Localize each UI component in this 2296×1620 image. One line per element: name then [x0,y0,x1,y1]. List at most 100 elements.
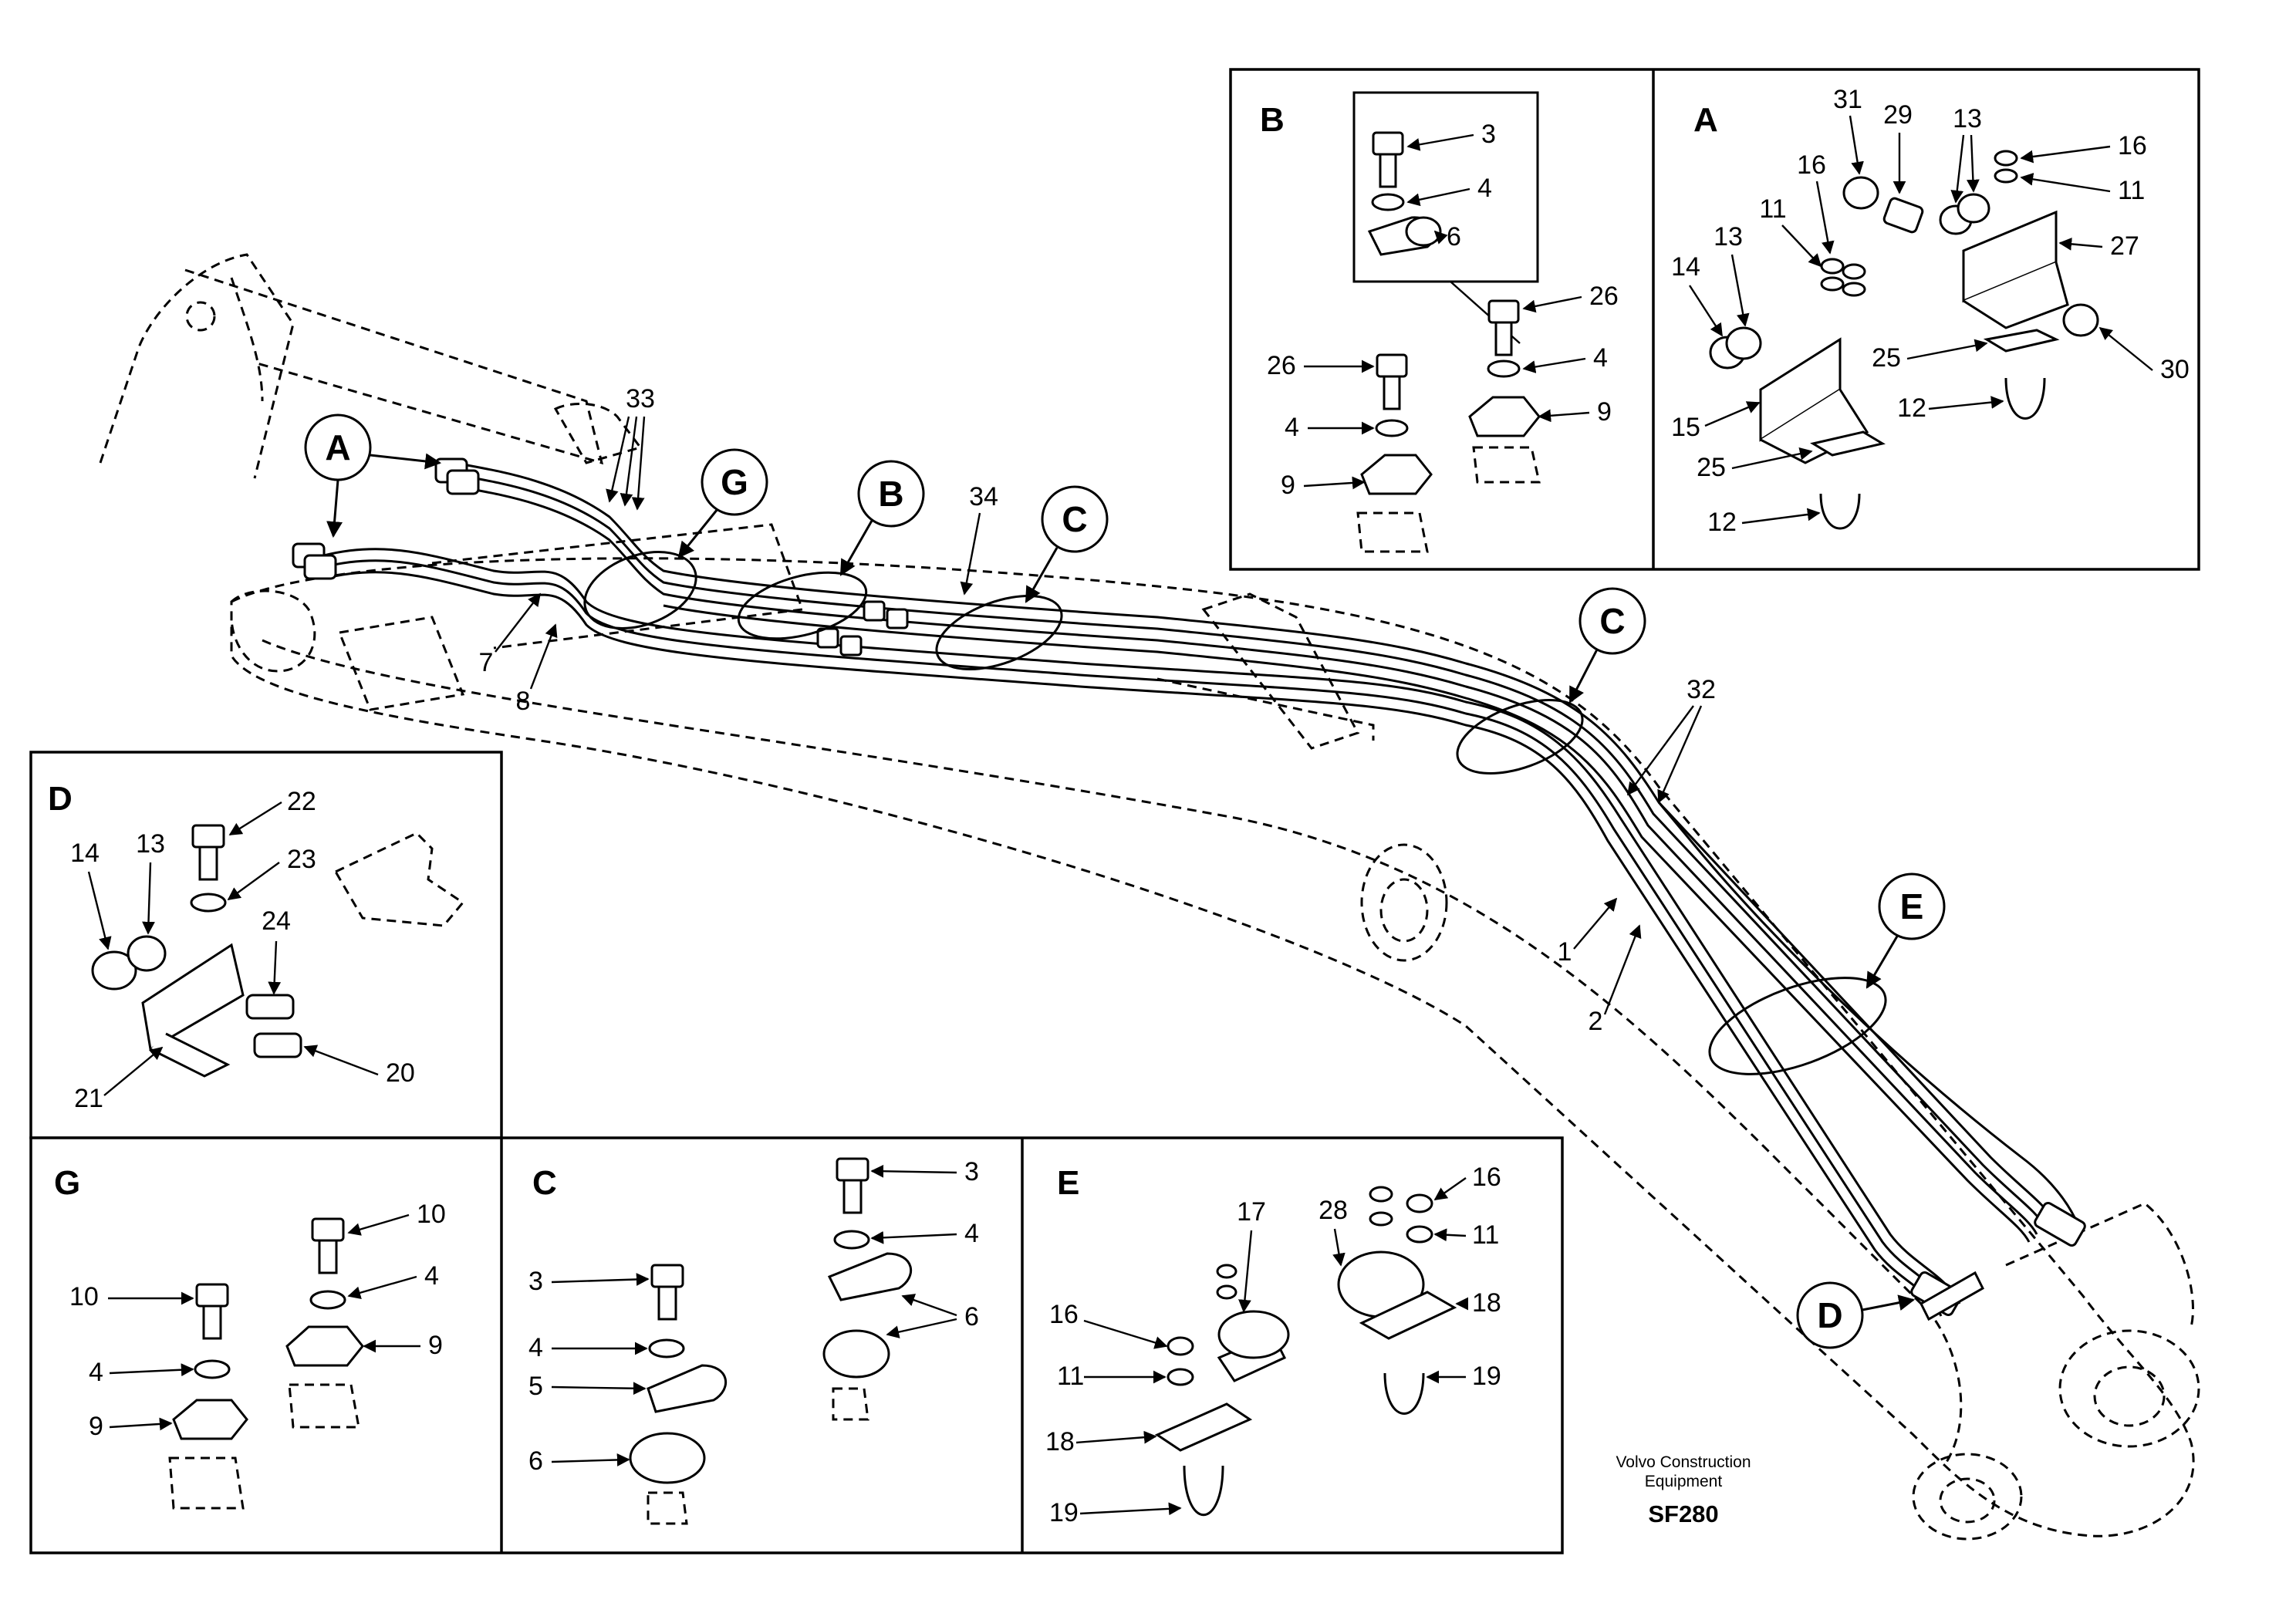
maker-line-2: Equipment [1645,1473,1723,1490]
svg-text:C: C [1599,601,1625,641]
svg-text:10: 10 [417,1200,446,1229]
region-e [1708,977,1887,1075]
svg-text:6: 6 [528,1446,543,1476]
region-g [583,551,697,629]
svg-text:16: 16 [1472,1163,1501,1192]
svg-text:6: 6 [964,1302,979,1331]
svg-text:16: 16 [2118,131,2147,160]
svg-text:8: 8 [516,687,531,716]
svg-text:D: D [1817,1295,1842,1335]
svg-text:26: 26 [1267,351,1296,380]
footer: Volvo Construction Equipment SF280 [1616,1453,1751,1527]
callout-g[interactable]: G [677,448,768,559]
hose-bundle [323,461,2077,1317]
callout-a[interactable]: A [304,413,442,538]
callout-c2[interactable]: C [1568,587,1646,704]
svg-text:19: 19 [1472,1362,1501,1391]
maker-line-1: Volvo Construction [1616,1453,1751,1471]
svg-text:14: 14 [70,839,100,868]
svg-text:28: 28 [1319,1196,1348,1225]
svg-text:9: 9 [428,1331,443,1360]
svg-text:34: 34 [969,482,998,511]
svg-text:13: 13 [136,829,165,859]
svg-text:4: 4 [424,1261,439,1291]
region-c2 [1456,698,1584,775]
svg-text:A: A [325,427,350,467]
svg-text:3: 3 [964,1157,979,1186]
svg-text:19: 19 [1049,1498,1079,1527]
svg-text:20: 20 [386,1058,415,1088]
fitting-b [816,600,909,656]
svg-text:12: 12 [1707,508,1737,537]
svg-text:29: 29 [1883,100,1913,130]
svg-text:A: A [1693,101,1718,139]
svg-text:13: 13 [1714,222,1743,251]
fitting-a [292,457,480,580]
svg-text:6: 6 [1447,222,1461,251]
svg-text:E: E [1057,1164,1079,1202]
svg-text:3: 3 [1481,120,1496,149]
svg-text:G: G [54,1164,80,1202]
svg-text:4: 4 [1593,343,1608,373]
svg-text:27: 27 [2110,231,2139,261]
detail-a: A 31 29 13 16 11 [1671,85,2190,537]
svg-text:C: C [1062,499,1087,539]
svg-text:5: 5 [528,1372,543,1401]
svg-text:30: 30 [2160,355,2190,384]
svg-text:9: 9 [1281,471,1295,500]
svg-text:B: B [878,474,903,514]
svg-text:13: 13 [1953,104,1982,133]
region-b [737,571,868,640]
svg-text:11: 11 [1472,1220,1499,1250]
svg-text:4: 4 [89,1358,103,1387]
svg-text:4: 4 [528,1333,543,1362]
detail-e: E 17 28 16 11 18 19 16 11 18 [1045,1163,1501,1527]
region-c1 [935,594,1063,671]
main-labels: 33 34 7 8 32 1 2 [479,384,1716,1036]
callout-d[interactable]: D [1796,1281,1916,1349]
svg-text:16: 16 [1049,1300,1079,1329]
svg-text:14: 14 [1671,252,1700,282]
svg-text:31: 31 [1833,85,1862,114]
detail-panel-bottom [29,1136,1564,1554]
svg-text:18: 18 [1045,1427,1075,1456]
svg-text:11: 11 [2118,176,2145,205]
callout-b[interactable]: B [839,460,925,576]
svg-text:25: 25 [1697,453,1726,482]
svg-text:22: 22 [287,787,316,816]
svg-text:18: 18 [1472,1288,1501,1318]
svg-text:21: 21 [74,1084,103,1113]
detail-c: C 3 4 6 3 4 5 6 [528,1157,979,1525]
svg-text:12: 12 [1897,393,1926,423]
svg-text:G: G [721,462,748,502]
svg-text:15: 15 [1671,413,1700,442]
drawing-code: SF280 [1648,1500,1718,1527]
svg-text:C: C [532,1164,557,1202]
detail-d: D 22 14 13 23 24 21 20 [29,751,503,1139]
svg-text:E: E [1900,886,1924,926]
svg-text:4: 4 [1285,413,1299,442]
callout-e[interactable]: E [1866,872,1946,989]
svg-text:11: 11 [1057,1362,1084,1391]
callout-c1[interactable]: C [1025,485,1109,603]
svg-text:9: 9 [89,1412,103,1441]
svg-text:B: B [1260,101,1285,139]
svg-text:D: D [48,780,73,818]
svg-text:9: 9 [1597,397,1612,427]
svg-text:17: 17 [1237,1197,1266,1227]
svg-text:33: 33 [626,384,655,413]
svg-text:4: 4 [1477,174,1492,203]
svg-text:32: 32 [1687,675,1716,704]
svg-text:4: 4 [964,1219,979,1248]
svg-text:16: 16 [1797,150,1826,180]
fitting-bottom [1910,1201,2086,1321]
svg-text:25: 25 [1872,343,1901,373]
detail-b: B 3 4 6 26 4 9 26 4 9 [1260,91,1619,553]
svg-text:7: 7 [479,648,494,677]
svg-text:24: 24 [262,906,291,936]
svg-text:2: 2 [1589,1007,1603,1036]
svg-text:10: 10 [69,1282,99,1311]
svg-text:23: 23 [287,845,316,874]
svg-text:26: 26 [1589,282,1619,311]
